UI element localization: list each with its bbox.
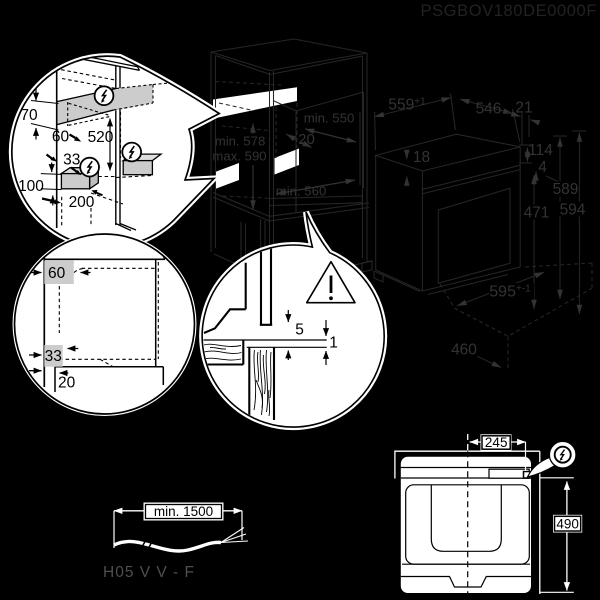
svg-text:70: 70 — [20, 107, 38, 124]
svg-text:114: 114 — [528, 142, 553, 159]
svg-text:460: 460 — [451, 342, 477, 359]
svg-text:20: 20 — [58, 375, 76, 392]
svg-text:60: 60 — [48, 265, 66, 282]
svg-text:5: 5 — [295, 322, 304, 339]
svg-text:520: 520 — [88, 129, 114, 146]
svg-text:200: 200 — [69, 194, 95, 211]
svg-text:1: 1 — [329, 335, 338, 352]
svg-text:60: 60 — [52, 128, 70, 145]
svg-text:33: 33 — [45, 348, 62, 365]
svg-text:471: 471 — [524, 205, 550, 222]
svg-text:594: 594 — [560, 202, 586, 219]
svg-text:18: 18 — [413, 149, 430, 166]
svg-text:20: 20 — [298, 131, 315, 148]
svg-text:max. 590: max. 590 — [212, 149, 266, 164]
svg-text:100: 100 — [18, 178, 44, 195]
svg-text:4: 4 — [538, 159, 547, 176]
svg-text:min. 578: min. 578 — [215, 134, 266, 149]
svg-text:589: 589 — [553, 181, 579, 198]
svg-text:490: 490 — [556, 516, 579, 531]
svg-text:245: 245 — [485, 435, 508, 450]
svg-text:min. 550: min. 550 — [304, 111, 355, 126]
svg-text:21: 21 — [515, 100, 532, 117]
svg-text:546: 546 — [476, 101, 502, 118]
svg-text:min. 560: min. 560 — [276, 184, 327, 199]
svg-text:H05 V V - F: H05 V V - F — [103, 564, 195, 581]
svg-text:33: 33 — [63, 151, 80, 168]
svg-text:min. 1500: min. 1500 — [154, 504, 213, 519]
svg-text:PSGBOV180DE0000F: PSGBOV180DE0000F — [420, 2, 597, 20]
